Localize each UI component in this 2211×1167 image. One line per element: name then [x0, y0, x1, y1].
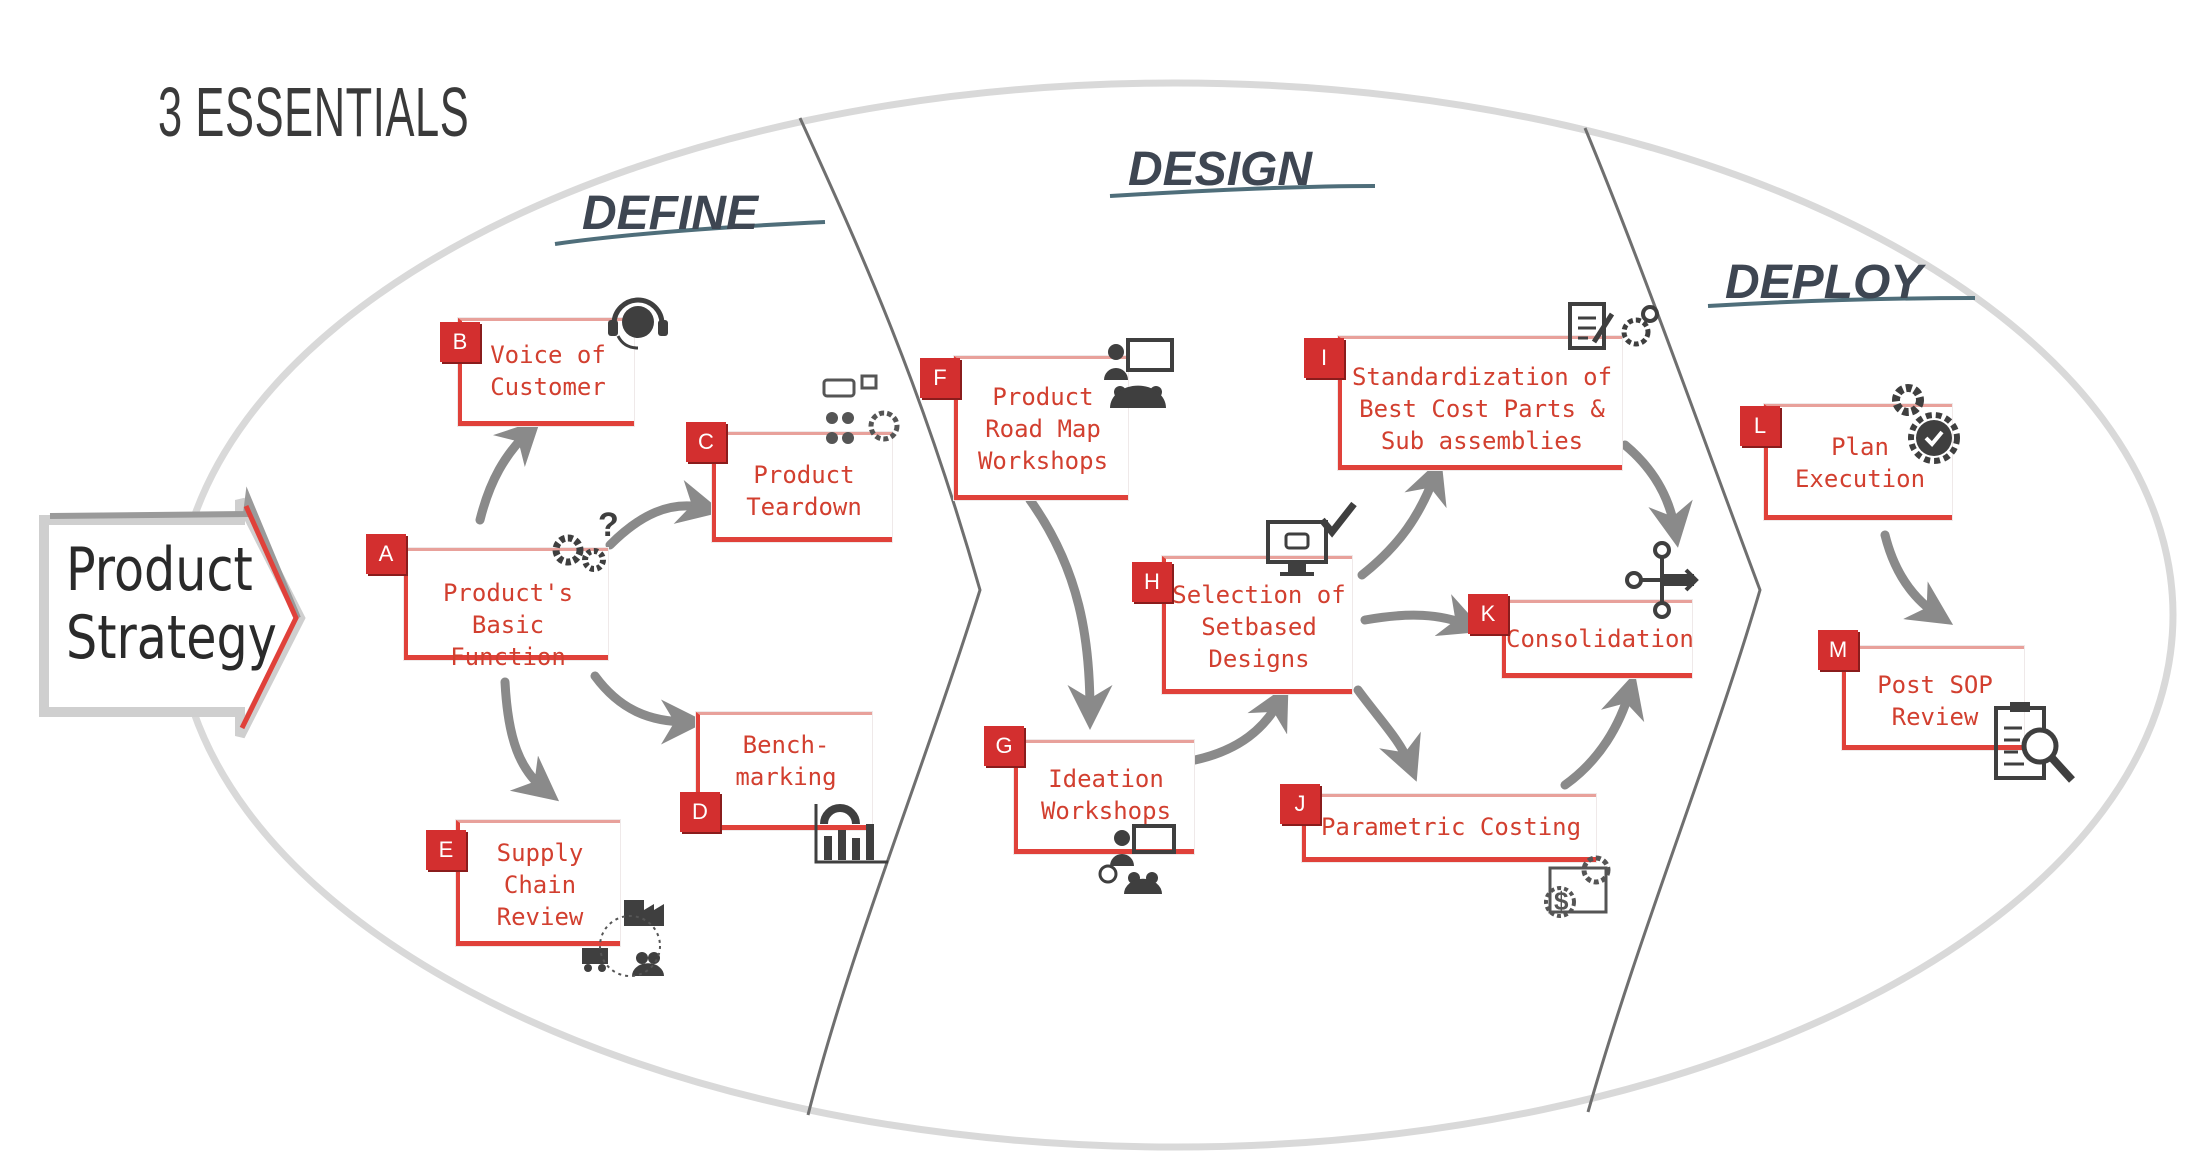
node-badge-b: B	[440, 322, 480, 362]
node-card-m: Post SOP Review	[1842, 646, 2024, 750]
arrow-h-i	[1357, 458, 1447, 580]
node-card-a: Product's Basic Function	[404, 548, 608, 671]
node-card-e: Supply Chain Review	[456, 820, 620, 946]
node-card-j: Parametric Costing	[1302, 794, 1596, 862]
node-card-c: Product Teardown	[712, 432, 892, 542]
node-card-i: Standardization of Best Cost Parts & Sub…	[1338, 336, 1622, 470]
page-title: 3 ESSENTIALS	[158, 73, 470, 151]
gear-question-icon: ?	[552, 508, 619, 572]
node-label-i: Standardization of Best Cost Parts & Sub…	[1351, 363, 1613, 455]
engine-parts-icon	[822, 374, 900, 444]
gauge-bar-chart-icon	[814, 804, 888, 864]
node-label-m: Post SOP Review	[1877, 671, 1993, 731]
headset-icon	[608, 297, 668, 350]
node-label-f: Product Road Map Workshops	[977, 383, 1109, 475]
node-badge-m: M	[1818, 630, 1858, 670]
arrow-h-k	[1360, 594, 1485, 637]
design-underline	[1109, 184, 1376, 198]
node-card-g: Ideation Workshops	[1014, 740, 1194, 854]
node-badge-k: K	[1468, 594, 1508, 634]
define-underline	[554, 220, 826, 246]
node-badge-a: A	[366, 534, 406, 574]
node-label-a: Product's Basic Function	[442, 579, 574, 671]
divider-define-design	[798, 117, 982, 1116]
strategy-arrow-tip	[239, 504, 299, 730]
node-label-c: Product Teardown	[746, 461, 862, 521]
node-card-b: Voice of Customer	[458, 318, 634, 426]
arrow-a-d	[590, 671, 706, 745]
phase-define-label: DEFINE	[582, 187, 759, 240]
svg-text:$: $	[1554, 886, 1569, 916]
arrow-a-b	[475, 419, 541, 525]
arrow-g-h	[1190, 684, 1289, 765]
arrow-f-g	[1025, 495, 1113, 730]
monitor-check-icon	[1266, 501, 1357, 576]
node-card-f: Product Road Map Workshops	[954, 356, 1128, 500]
node-badge-g: G	[984, 726, 1024, 766]
node-badge-l: L	[1740, 406, 1780, 446]
node-label-h: Selection of Setbased Designs	[1172, 581, 1346, 673]
arrow-a-c	[605, 480, 723, 550]
arrow-j-k	[1560, 672, 1645, 790]
product-strategy-label: Product Strategy	[66, 535, 277, 673]
presentation-icon	[1104, 338, 1174, 408]
merge-icon	[1625, 541, 1699, 619]
phase-deploy-label: DEPLOY	[1725, 256, 1923, 309]
node-card-l: Plan Execution	[1764, 404, 1952, 520]
node-card-d: Bench- marking	[696, 712, 872, 830]
phase-design-label: DESIGN	[1128, 143, 1313, 196]
node-label-j: Parametric Costing	[1320, 813, 1582, 841]
node-badge-d: D	[680, 792, 720, 832]
node-badge-f: F	[920, 358, 960, 398]
node-badge-h: H	[1132, 562, 1172, 602]
clipboard-gear-icon	[1568, 302, 1659, 350]
arrow-h-j	[1353, 685, 1421, 782]
arrow-a-e	[500, 677, 560, 802]
flow-arrows	[475, 419, 1954, 802]
arrow-l-m	[1880, 530, 1954, 625]
node-badge-j: J	[1280, 784, 1320, 824]
arrow-i-k	[1620, 440, 1693, 548]
svg-text:?: ?	[598, 508, 619, 544]
node-label-d: Bench- marking	[735, 731, 837, 791]
node-label-g: Ideation Workshops	[1040, 765, 1172, 825]
clipboard-search-icon	[1994, 702, 2075, 783]
node-label-k: Consolidation	[1506, 625, 1694, 653]
strategy-line-2: Strategy	[66, 603, 277, 673]
node-label-e: Supply Chain Review	[496, 839, 584, 931]
node-card-h: Selection of Setbased Designs	[1162, 556, 1352, 694]
node-label-b: Voice of Customer	[490, 341, 606, 401]
node-badge-i: I	[1304, 338, 1344, 378]
node-card-k: Consolidation	[1502, 600, 1694, 678]
factory-truck-people-icon	[582, 900, 664, 977]
node-badge-c: C	[686, 422, 726, 462]
divider-design-deploy	[1583, 127, 1762, 1113]
ideation-presenter-icon	[1098, 824, 1176, 894]
gears-check-icon	[1892, 384, 1960, 464]
node-badge-e: E	[426, 830, 466, 870]
deploy-underline	[1707, 296, 1976, 308]
cost-gear-icon: $	[1544, 855, 1611, 918]
strategy-line-1: Product	[66, 535, 253, 605]
node-label-l: Plan Execution	[1794, 433, 1926, 493]
